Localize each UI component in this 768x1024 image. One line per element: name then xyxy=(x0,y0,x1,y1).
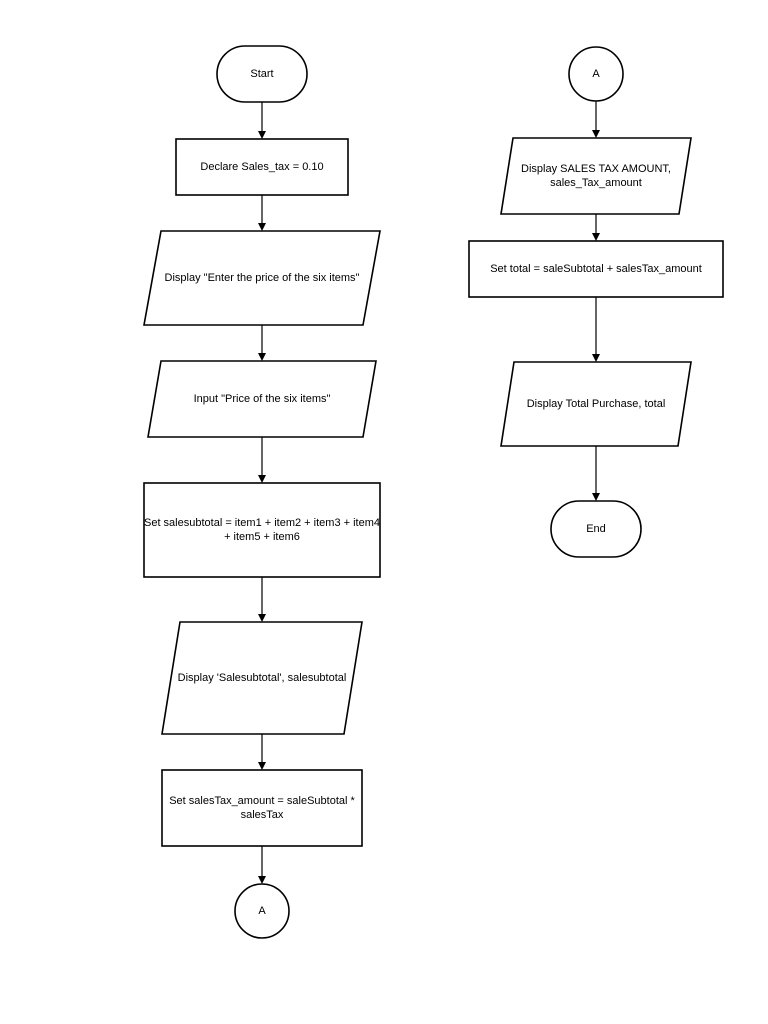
node-start: Start xyxy=(216,45,308,103)
node-label: Display "Enter the price of the six item… xyxy=(165,272,360,284)
edge-declare-to-display-enter xyxy=(258,195,266,231)
arrowhead xyxy=(258,131,266,139)
node-display-tax-amount: Display SALES TAX AMOUNT, sales_Tax_amoun… xyxy=(500,137,692,215)
node-set-total: Set total = saleSubtotal + salesTax_amou… xyxy=(468,240,724,298)
node-connector-a-out: A xyxy=(234,883,290,939)
arrowhead xyxy=(258,353,266,361)
node-label: Input "Price of the six items" xyxy=(194,393,331,405)
node-label: Set salesubtotal = item1 + item2 + item3… xyxy=(144,517,380,529)
edge-connector-a-in-to-display-tax-amount xyxy=(592,101,600,138)
node-label: Start xyxy=(250,68,273,80)
arrowhead xyxy=(258,475,266,483)
terminator-shape xyxy=(550,500,642,558)
arrowhead xyxy=(592,233,600,241)
arrowhead xyxy=(258,762,266,770)
edge-display-total-to-end xyxy=(592,446,600,501)
node-display-enter: Display "Enter the price of the six item… xyxy=(143,230,381,326)
process-shape xyxy=(143,482,381,578)
node-input-price: Input "Price of the six items" xyxy=(147,360,377,438)
io-shape xyxy=(147,360,377,438)
node-label: Declare Sales_tax = 0.10 xyxy=(200,161,323,173)
node-label: Set salesTax_amount = saleSubtotal * xyxy=(169,795,355,807)
node-label: Set total = saleSubtotal + salesTax_amou… xyxy=(490,263,702,275)
process-shape xyxy=(175,138,349,196)
node-label: salesTax xyxy=(241,809,284,821)
arrowhead xyxy=(258,876,266,884)
node-label: Display SALES TAX AMOUNT, xyxy=(521,163,671,175)
node-label: + item5 + item6 xyxy=(224,531,300,543)
node-display-total: Display Total Purchase, total xyxy=(500,361,692,447)
io-shape xyxy=(500,361,692,447)
node-label: End xyxy=(586,523,606,535)
process-shape xyxy=(161,769,363,847)
edge-set-subtotal-to-display-subtotal xyxy=(258,577,266,622)
node-declare: Declare Sales_tax = 0.10 xyxy=(175,138,349,196)
io-shape xyxy=(161,621,363,735)
node-label: Display 'Salesubtotal', salesubtotal xyxy=(178,672,347,684)
node-set-subtotal: Set salesubtotal = item1 + item2 + item3… xyxy=(143,482,381,578)
node-display-subtotal: Display 'Salesubtotal', salesubtotal xyxy=(161,621,363,735)
process-shape xyxy=(468,240,724,298)
connector-shape xyxy=(568,46,624,102)
edges-layer xyxy=(258,101,600,884)
node-set-tax-amount: Set salesTax_amount = saleSubtotal * sale… xyxy=(161,769,363,847)
arrowhead xyxy=(258,614,266,622)
arrowhead xyxy=(592,130,600,138)
terminator-shape xyxy=(216,45,308,103)
node-label: sales_Tax_amount xyxy=(550,177,642,189)
edge-set-total-to-display-total xyxy=(592,297,600,362)
edge-display-enter-to-input-price xyxy=(258,325,266,361)
arrowhead xyxy=(258,223,266,231)
edge-display-subtotal-to-set-tax-amount xyxy=(258,734,266,770)
node-label: A xyxy=(258,905,266,917)
node-end: End xyxy=(550,500,642,558)
edge-start-to-declare xyxy=(258,102,266,139)
io-shape xyxy=(143,230,381,326)
connector-shape xyxy=(234,883,290,939)
arrowhead xyxy=(592,493,600,501)
node-label: Display Total Purchase, total xyxy=(527,398,666,410)
edge-input-price-to-set-subtotal xyxy=(258,437,266,483)
node-connector-a-in: A xyxy=(568,46,624,102)
node-label: A xyxy=(592,68,600,80)
edge-set-tax-amount-to-connector-a-out xyxy=(258,846,266,884)
arrowhead xyxy=(592,354,600,362)
edge-display-tax-amount-to-set-total xyxy=(592,214,600,241)
io-shape xyxy=(500,137,692,215)
